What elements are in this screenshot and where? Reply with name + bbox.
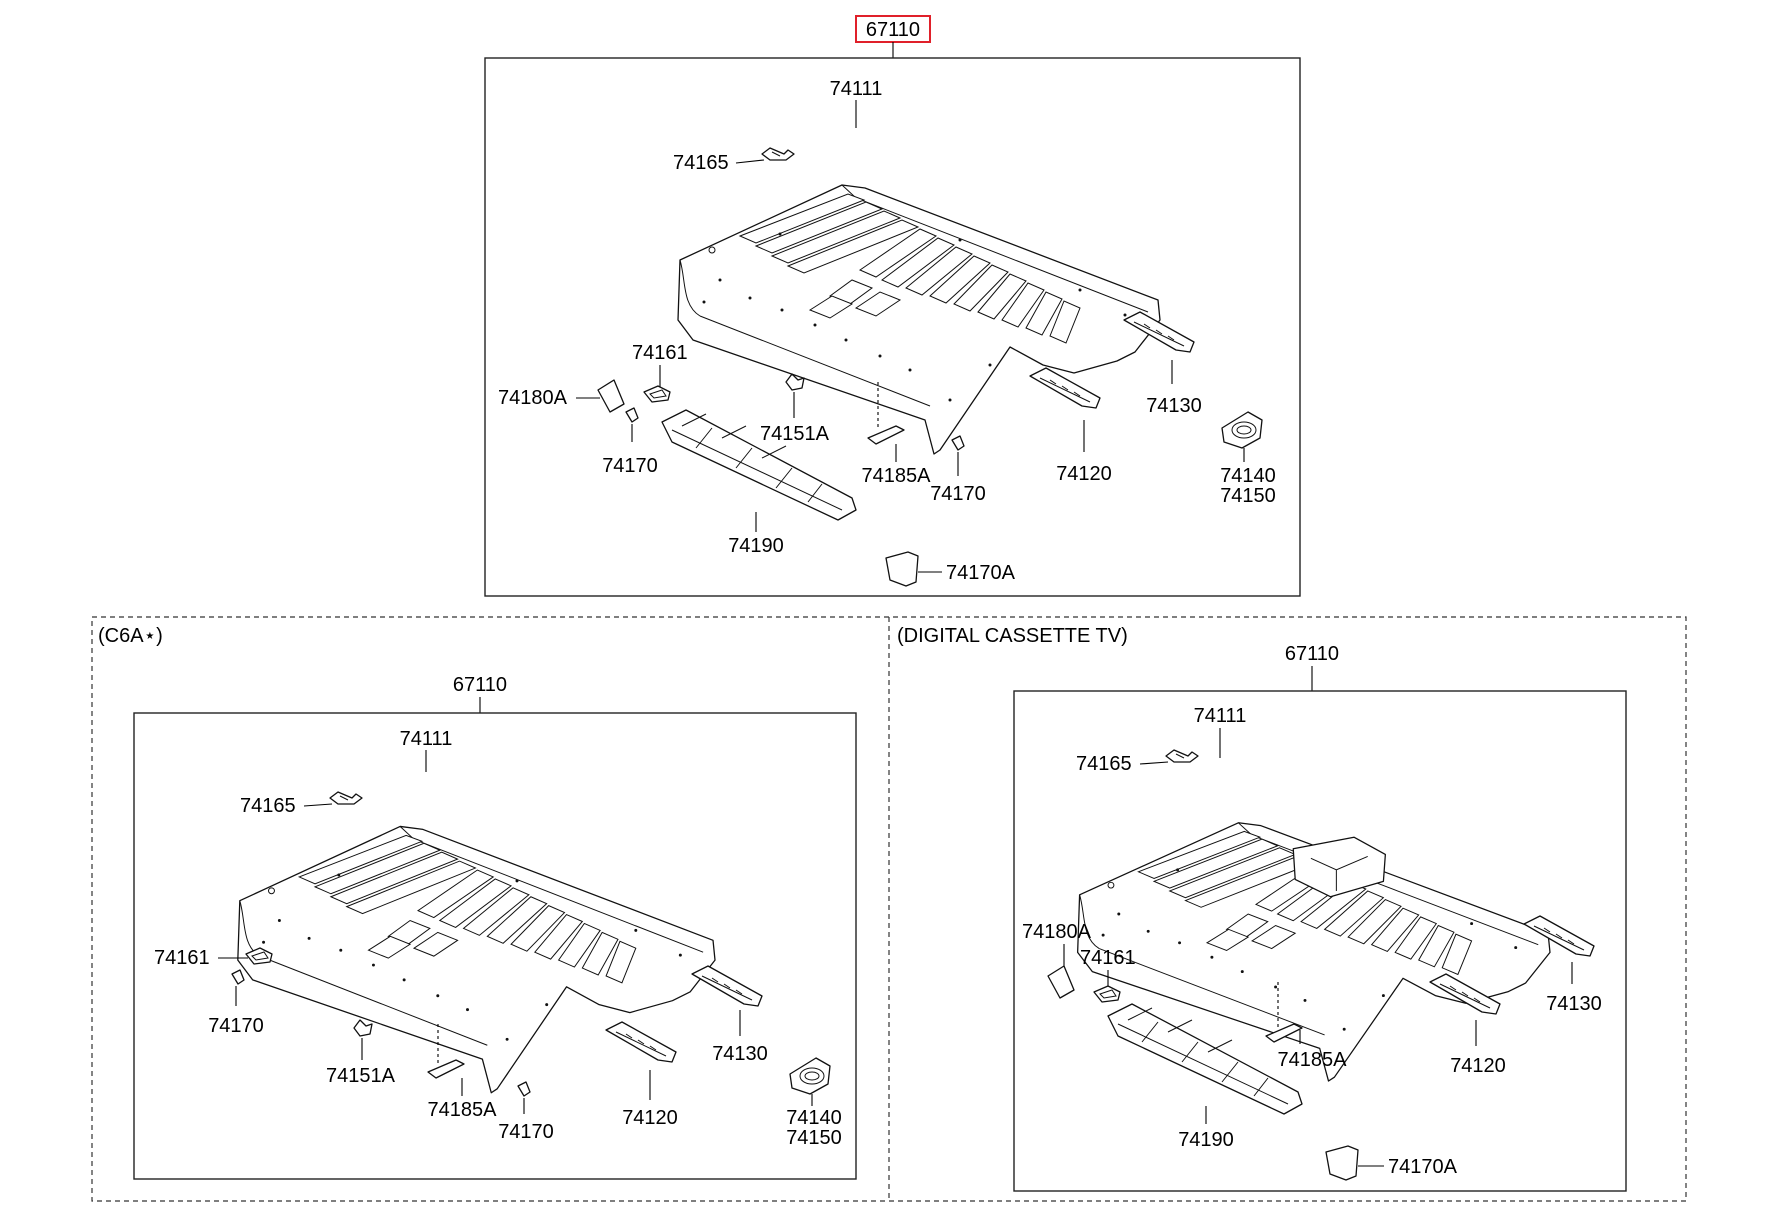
- variant-frame-c6a: [133, 712, 857, 1180]
- rail-front-c6a: [605, 1021, 677, 1063]
- part-label-bracket-pad: 74151A: [760, 423, 830, 445]
- part-label-rail-mid: 74185A: [862, 465, 932, 487]
- variant-frame-digital-cassette-tv: [1013, 690, 1627, 1192]
- part-label-cap-lower-c6a: 74150: [786, 1127, 842, 1149]
- bracket-front: [761, 147, 795, 161]
- variant-digital-cassette-tv: (DIGITAL CASSETTE TV) 67110 74111 74165 …: [897, 625, 1627, 1192]
- part-label-spacer-mid: 74170: [930, 483, 986, 505]
- assembly-label: 67110: [866, 19, 920, 41]
- rail-mid: [867, 425, 905, 445]
- part-label-pad-left: 74180A: [498, 387, 568, 409]
- part-label-rail-rear: 74130: [1146, 395, 1202, 417]
- bracket-pad: [785, 373, 805, 391]
- pad-left: [597, 379, 625, 413]
- variant-caption-digital-cassette-tv: (DIGITAL CASSETTE TV): [897, 625, 1128, 647]
- part-label-bracket-pad-c6a: 74151A: [326, 1065, 396, 1087]
- part-label-roof-panel: 74111: [830, 78, 883, 100]
- part-label-roof-panel-c6a: 74111: [400, 728, 453, 750]
- rail-mid-dctv: [1265, 1023, 1303, 1043]
- bracket-front-c6a: [329, 791, 363, 805]
- cap: [1221, 411, 1263, 449]
- rail-front: [1029, 367, 1101, 409]
- part-label-rail-front-dctv: 74120: [1450, 1055, 1506, 1077]
- part-label-cap-upper-c6a: 74140: [786, 1107, 842, 1129]
- part-label-cap-upper: 74140: [1220, 465, 1276, 487]
- spacer-left: [625, 407, 639, 423]
- part-label-plate: 74170A: [946, 562, 1016, 584]
- spacer-left-c6a: [231, 969, 245, 985]
- variant-c6a: (C6A⋆) 67110 74111 74165 74161 74170 741…: [98, 625, 857, 1180]
- variant-assembly-label-c6a: 67110: [453, 674, 507, 696]
- part-label-bracket-front-dctv: 74165: [1076, 753, 1132, 775]
- part-label-rail-rear-c6a: 74130: [712, 1043, 768, 1065]
- part-label-rail-mid-dctv: 74185A: [1278, 1049, 1348, 1071]
- part-label-bracket-clip-c6a: 74161: [154, 947, 210, 969]
- part-label-bracket-front-c6a: 74165: [240, 795, 296, 817]
- part-label-rail-mid-c6a: 74185A: [428, 1099, 498, 1121]
- spacer-mid: [951, 435, 965, 451]
- part-label-roof-panel-dctv: 74111: [1194, 705, 1247, 727]
- part-label-cap-lower: 74150: [1220, 485, 1276, 507]
- part-label-bracket-clip: 74161: [632, 342, 688, 364]
- part-label-plate-dctv: 74170A: [1388, 1156, 1458, 1178]
- rail-rear-c6a: [691, 965, 763, 1007]
- variant-caption-c6a: (C6A⋆): [98, 625, 163, 647]
- bracket-clip-dctv: [1093, 985, 1121, 1003]
- part-label-rail-front-c6a: 74120: [622, 1107, 678, 1129]
- part-label-reinforcement: 74190: [728, 535, 784, 557]
- pad-left-dctv: [1047, 965, 1075, 999]
- plate-dctv: [1325, 1145, 1359, 1181]
- bracket-pad-c6a: [353, 1019, 373, 1037]
- plate: [885, 551, 919, 587]
- part-label-pad-left-dctv: 74180A: [1022, 921, 1092, 943]
- part-label-spacer-left-c6a: 74170: [208, 1015, 264, 1037]
- part-label-spacer-left: 74170: [602, 455, 658, 477]
- bracket-front-dctv: [1165, 749, 1199, 763]
- rail-mid-c6a: [427, 1059, 465, 1079]
- part-label-rail-front: 74120: [1056, 463, 1112, 485]
- part-label-reinforcement-dctv: 74190: [1178, 1129, 1234, 1151]
- roof-panel-c6a: [237, 825, 716, 1094]
- main-assembly: 67110 74111 74165 74161 74180A 74170 741…: [484, 15, 1301, 597]
- part-label-rail-rear-dctv: 74130: [1546, 993, 1602, 1015]
- variant-assembly-label-digital-cassette-tv: 67110: [1285, 643, 1339, 665]
- roof-panel: [677, 184, 1161, 455]
- cap-c6a: [789, 1057, 831, 1095]
- spacer-mid-c6a: [517, 1081, 531, 1097]
- part-label-bracket-front: 74165: [673, 152, 729, 174]
- bracket-clip: [643, 385, 671, 403]
- main-frame: [484, 57, 1301, 597]
- part-label-bracket-clip-dctv: 74161: [1080, 947, 1136, 969]
- roof-panel-digital-cassette-tv: [1077, 822, 1551, 1082]
- part-label-spacer-mid-c6a: 74170: [498, 1121, 554, 1143]
